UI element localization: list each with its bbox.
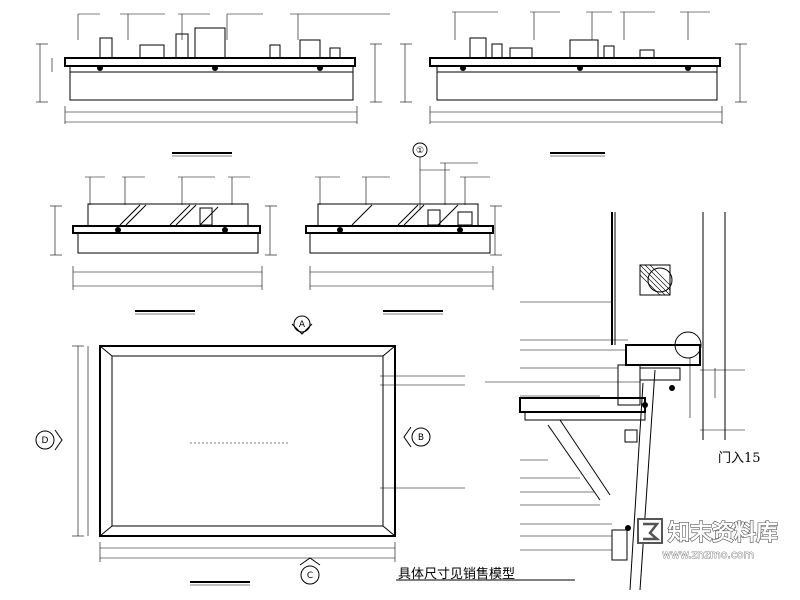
elevation-view-middle-center: ①	[305, 142, 502, 315]
door-label: 门入15	[718, 451, 761, 466]
elevation-view-top-right	[400, 11, 747, 157]
section-marker-b	[411, 427, 431, 447]
svg-text:①: ①	[416, 146, 424, 156]
svg-text:D: D	[42, 436, 49, 446]
section-marker-c	[300, 565, 320, 585]
watermark-brand: 知末资料库	[668, 520, 778, 546]
watermark-logo-icon	[637, 518, 663, 544]
svg-text:C: C	[307, 571, 313, 581]
drawing-note: 具体尺寸见销售模型	[398, 566, 515, 582]
plan-view: A D B C	[35, 315, 465, 586]
watermark-url: www.znzmo.com	[662, 548, 754, 561]
svg-text:B: B	[418, 433, 424, 443]
elevation-view-middle-left	[50, 176, 277, 315]
elevation-view-top-left	[36, 13, 390, 157]
section-marker-d	[35, 430, 55, 450]
section-marker-a: A	[299, 320, 306, 330]
section-detail: 门入15	[485, 212, 761, 591]
watermark: 知末资料库 www.znzmo.com	[637, 518, 779, 561]
